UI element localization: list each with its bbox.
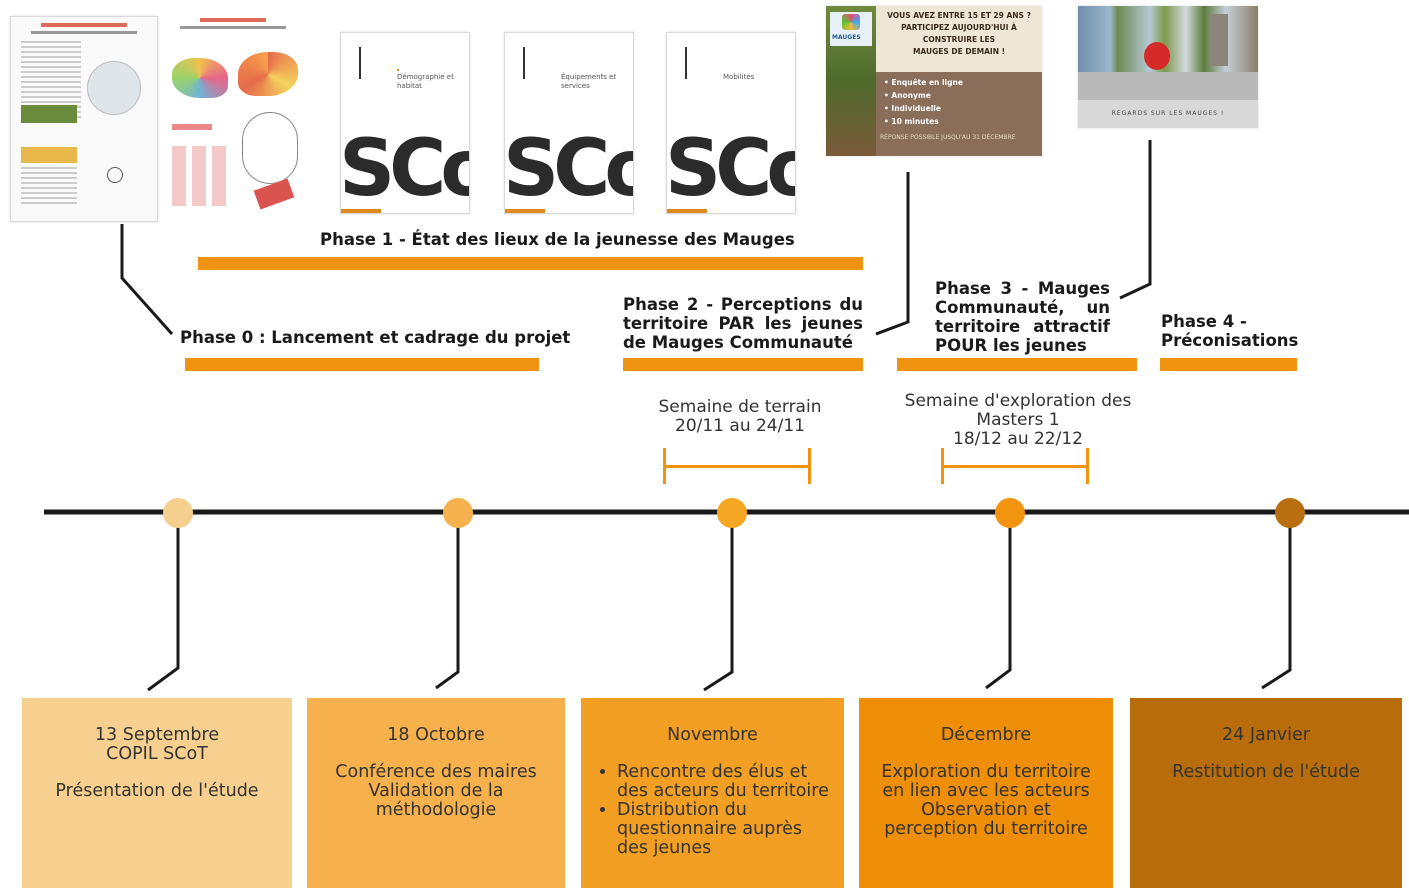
- connector-flyer-to-phase2: [875, 172, 910, 336]
- phase-3-bar: [897, 358, 1137, 371]
- milestone-box-january: 24 Janvier Restitution de l'étude: [1130, 698, 1402, 888]
- exploration-week-label: Semaine d'exploration des Masters 1 18/1…: [904, 391, 1132, 449]
- phase-3-title: Phase 3 - Mauges Communauté, un territoi…: [935, 279, 1110, 355]
- study-poster-thumbnail: [10, 16, 158, 222]
- scot-logo: SCoT: [666, 124, 795, 214]
- timeline-dot-october: [443, 498, 473, 528]
- connector-poster-to-phase0: [120, 224, 174, 335]
- phase-0-title: Phase 0 : Lancement et cadrage du projet: [180, 328, 571, 347]
- doc3-title: Mobilités: [723, 73, 755, 81]
- doc2-title: Équipements et services: [561, 73, 617, 90]
- list-item: Rencontre des élus et des acteurs du ter…: [617, 763, 830, 801]
- milestone-box-november: Novembre Rencontre des élus et des acteu…: [581, 698, 844, 888]
- list-item: Distribution du questionnaire auprès des…: [617, 801, 830, 858]
- phase-2-bar: [623, 358, 863, 371]
- diagram-poster-thumbnail: [160, 16, 306, 220]
- timeline-dot-november: [717, 498, 747, 528]
- milestone-box-december: Décembre Exploration du territoire en li…: [859, 698, 1113, 888]
- timeline-dot-december: [995, 498, 1025, 528]
- photo-collage-thumbnail: REGARDS SUR LES MAUGES !: [1078, 6, 1258, 128]
- phase-1-bar: [198, 257, 863, 270]
- scot-document-mobilites-thumbnail: Mobilités SCoT: [666, 32, 796, 214]
- timeline-dot-january: [1275, 498, 1305, 528]
- scot-document-equipements-thumbnail: Équipements et services SCoT: [504, 32, 634, 214]
- phase-4-bar: [1160, 358, 1297, 371]
- scot-document-demographie-thumbnail: Démographie et habitat SCoT: [340, 32, 470, 214]
- phase-0-bar: [185, 358, 539, 371]
- phase-2-title: Phase 2 - Perceptions du territoire PAR …: [623, 295, 863, 352]
- field-week-bracket: [663, 448, 811, 484]
- field-week-label: Semaine de terrain 20/11 au 24/11: [658, 397, 822, 436]
- scot-logo: SCoT: [340, 124, 469, 214]
- connector-milestone-3: [703, 516, 734, 692]
- timeline-dot-september: [163, 498, 193, 528]
- november-activities-list: Rencontre des élus et des acteurs du ter…: [595, 763, 830, 858]
- phase-1-title: Phase 1 - État des lieux de la jeunesse …: [320, 230, 795, 249]
- milestone-box-october: 18 Octobre Conférence des maires Validat…: [307, 698, 565, 888]
- mauges-logo: MAUGES: [830, 12, 872, 46]
- connector-collage-to-phase3: [1119, 140, 1152, 300]
- connector-milestone-2: [435, 516, 460, 690]
- connector-milestone-5: [1261, 516, 1292, 690]
- connector-milestone-4: [985, 516, 1012, 690]
- exploration-week-bracket: [941, 448, 1089, 484]
- milestone-box-september: 13 Septembre COPIL SCoT Présentation de …: [22, 698, 292, 888]
- phase-4-title: Phase 4 - Préconisations: [1161, 312, 1299, 350]
- connector-milestone-1: [147, 516, 180, 692]
- doc1-title: Démographie et habitat: [397, 73, 454, 90]
- scot-logo: SCoT: [504, 124, 633, 214]
- youth-survey-flyer-thumbnail: MAUGES VOUS AVEZ ENTRE 15 ET 29 ANS ? PA…: [826, 6, 1042, 156]
